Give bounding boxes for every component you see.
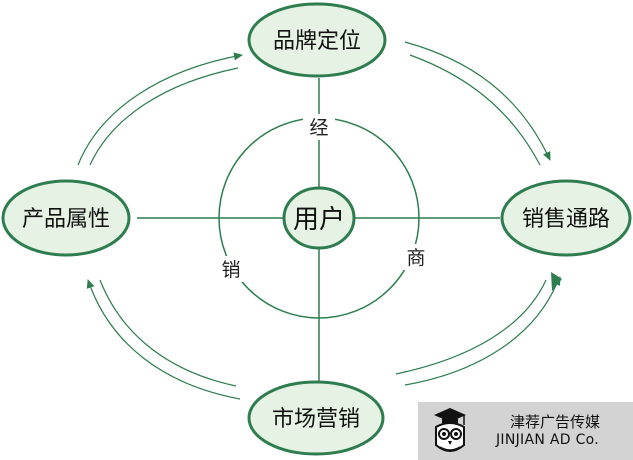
cycle-arrow-right-bottom [395, 276, 561, 386]
node-right-label: 销售通路 [522, 207, 610, 232]
node-left: 产品属性 [1, 179, 131, 257]
node-right: 销售通路 [500, 179, 632, 257]
node-center: 用户 [282, 186, 356, 250]
node-center-label: 用户 [293, 205, 345, 235]
node-bottom-label: 市场营销 [272, 407, 360, 432]
ring-label-right: 商 [406, 247, 425, 269]
node-bottom: 市场营销 [247, 380, 385, 456]
ring-label-left: 销 [221, 259, 240, 281]
node-top: 品牌定位 [247, 2, 387, 78]
arrowhead-right [551, 272, 562, 291]
cycle-arrow-left-top [77, 52, 243, 166]
cycle-arrow-top-right [404, 41, 551, 166]
ring-label-top: 经 [309, 117, 328, 139]
watermark-company: JINJIAN AD Co. [496, 432, 600, 448]
watermark: 津荐广告传媒 JINJIAN AD Co. [418, 402, 633, 460]
node-top-label: 品牌定位 [273, 29, 361, 54]
cycle-arrow-bottom-left [86, 279, 241, 400]
node-left-label: 产品属性 [22, 207, 110, 232]
watermark-name: 津荐广告传媒 [510, 413, 601, 431]
owl-graduate-icon [434, 408, 466, 452]
